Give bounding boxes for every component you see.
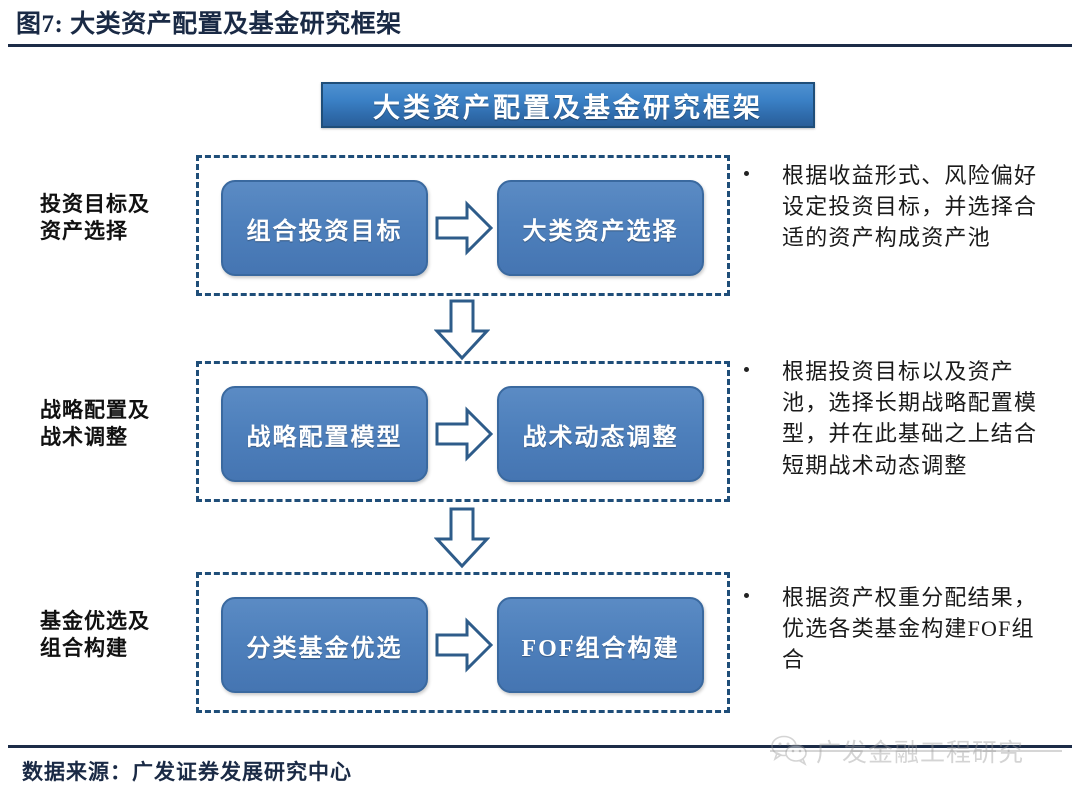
process-box-portfolio-objective[interactable]: 组合投资目标 <box>221 180 428 276</box>
arrow-down-icon <box>434 507 490 569</box>
stage-label-1: 战略配置及战术调整 <box>40 398 150 450</box>
data-source-note: 数据来源：广发证券发展研究中心 <box>22 760 352 784</box>
process-box-fund-selection[interactable]: 分类基金优选 <box>221 597 428 693</box>
bullet-item-1: 根据投资目标以及资产池，选择长期战略配置模型，并在此基础之上结合短期战术动态调整 <box>744 356 1054 481</box>
page-title: 图7: 大类资产配置及基金研究框架 <box>16 11 402 38</box>
process-box-strategic-model[interactable]: 战略配置模型 <box>221 386 428 482</box>
process-box-fof-construction[interactable]: FOF组合构建 <box>497 597 704 693</box>
process-box-asset-selection[interactable]: 大类资产选择 <box>497 180 704 276</box>
arrow-right-icon <box>435 200 493 256</box>
process-box-label: 分类基金优选 <box>246 635 403 662</box>
wechat-icon <box>770 734 810 768</box>
watermark-strike-line <box>770 750 1062 752</box>
diagram-banner-label: 大类资产配置及基金研究框架 <box>373 92 763 123</box>
process-box-tactical-adjustment[interactable]: 战术动态调整 <box>497 386 704 482</box>
process-box-label: FOF组合构建 <box>521 635 680 662</box>
footer-divider <box>8 745 1072 748</box>
arrow-right-icon <box>435 406 493 462</box>
bullet-dot-icon <box>744 171 749 176</box>
bullet-dot-icon <box>744 367 749 372</box>
diagram-banner: 大类资产配置及基金研究框架 <box>321 82 815 128</box>
bullet-item-2: 根据资产权重分配结果，优选各类基金构建FOF组合 <box>744 582 1054 676</box>
arrow-down-icon <box>434 299 490 361</box>
watermark: 广发金融工程研究 <box>770 728 1060 774</box>
stage-group-0: 组合投资目标 大类资产选择 <box>196 155 730 296</box>
process-box-label: 组合投资目标 <box>246 218 403 245</box>
bullet-text: 根据收益形式、风险偏好设定投资目标，并选择合适的资产构成资产池 <box>782 163 1038 251</box>
process-box-label: 战术动态调整 <box>522 424 679 451</box>
bullet-item-0: 根据收益形式、风险偏好设定投资目标，并选择合适的资产构成资产池 <box>744 160 1054 254</box>
figure-header: 图7: 大类资产配置及基金研究框架 <box>0 0 1080 47</box>
stage-group-2: 分类基金优选 FOF组合构建 <box>196 572 730 713</box>
bullet-dot-icon <box>744 593 749 598</box>
header-divider <box>8 44 1072 47</box>
watermark-label: 广发金融工程研究 <box>816 739 1025 767</box>
process-box-label: 大类资产选择 <box>522 218 679 245</box>
stage-label-0: 投资目标及资产选择 <box>40 192 150 244</box>
stage-group-1: 战略配置模型 战术动态调整 <box>196 361 730 502</box>
arrow-right-icon <box>435 617 493 673</box>
stage-label-2: 基金优选及组合构建 <box>40 609 150 661</box>
bullet-text: 根据投资目标以及资产池，选择长期战略配置模型，并在此基础之上结合短期战术动态调整 <box>782 359 1038 478</box>
process-box-label: 战略配置模型 <box>246 424 403 451</box>
bullet-text: 根据资产权重分配结果，优选各类基金构建FOF组合 <box>782 585 1038 673</box>
